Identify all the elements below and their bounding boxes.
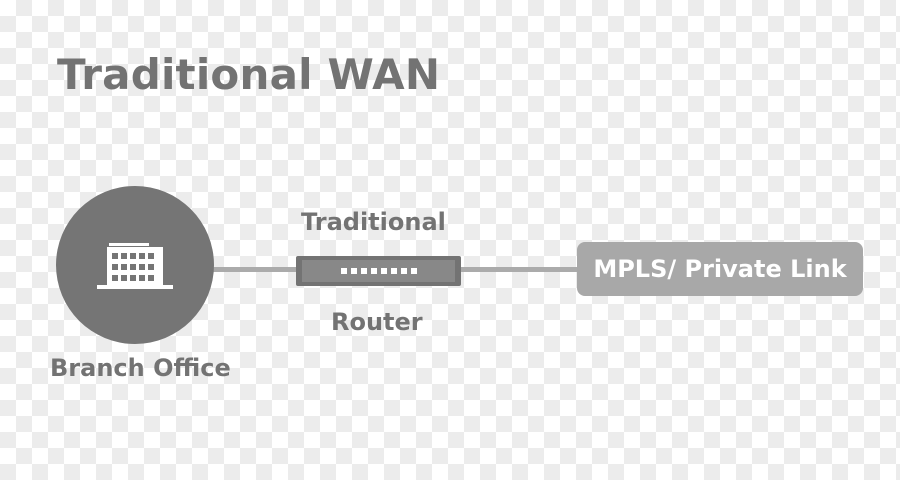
router-port	[380, 268, 387, 274]
branch-office-node	[56, 186, 214, 344]
diagram-title: Traditional WAN	[57, 50, 441, 99]
router-to-mpls-link	[460, 267, 582, 272]
branch-office-label: Branch Office	[50, 354, 231, 382]
router-port	[390, 268, 397, 274]
mpls-private-link-label: MPLS/ Private Link	[593, 255, 847, 283]
router-port	[400, 268, 407, 274]
router-port-row	[340, 268, 417, 274]
router-port	[410, 268, 417, 274]
router-label-top: Traditional	[301, 208, 446, 236]
router-port	[340, 268, 347, 274]
branch-to-router-link	[205, 267, 299, 272]
mpls-private-link-node: MPLS/ Private Link	[577, 242, 863, 296]
router-label-bottom: Router	[331, 308, 423, 336]
router-port-panel	[302, 260, 455, 282]
router-port	[370, 268, 377, 274]
router-port	[350, 268, 357, 274]
building-icon	[97, 243, 173, 289]
router-port	[360, 268, 367, 274]
router-icon	[296, 256, 461, 286]
